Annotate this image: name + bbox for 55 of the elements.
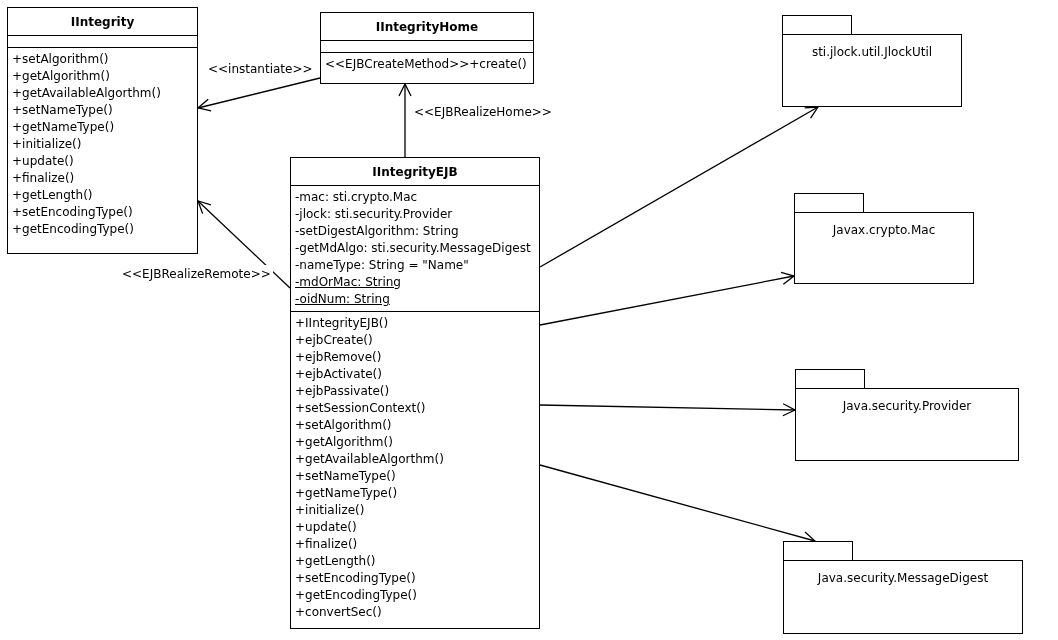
- operation-text: +ejbActivate(): [295, 366, 383, 383]
- dependency-arrow: [197, 200, 291, 289]
- operation-text: +getLength(): [12, 187, 94, 204]
- package-name: Java.security.Provider: [842, 398, 972, 415]
- class-box: [7, 7, 198, 254]
- operation-text: +getAvailableAlgorthm(): [12, 85, 162, 102]
- attribute-text: -getMdAlgo: sti.security.MessageDigest: [295, 240, 532, 257]
- operation-text: +initialize(): [295, 502, 366, 519]
- attribute-text: -oidNum: String: [295, 291, 391, 308]
- attribute-text: -jlock: sti.security.Provider: [295, 206, 454, 223]
- attribute-text: -mdOrMac: String: [295, 274, 402, 291]
- operation-text: +setAlgorithm(): [295, 417, 393, 434]
- operation-text: +ejbRemove(): [295, 349, 383, 366]
- operation-text: +finalize(): [295, 536, 359, 553]
- attribute-text: -setDigestAlgorithm: String: [295, 223, 460, 240]
- operation-text: +setNameType(): [12, 102, 114, 119]
- operation-text: +IIntegrityEJB(): [295, 315, 390, 332]
- package-name: Javax.crypto.Mac: [832, 222, 936, 239]
- class-name: IIntegrity: [70, 13, 135, 31]
- dependency-arrow: [539, 106, 819, 268]
- operation-text: +getNameType(): [295, 485, 399, 502]
- operation-text: +update(): [295, 519, 358, 536]
- edge-label: <<EJBRealizeHome>>: [412, 103, 554, 121]
- operation-text: +getAlgorithm(): [295, 434, 394, 451]
- operation-text: +setEncodingType(): [295, 570, 417, 587]
- operation-text: +convertSec(): [295, 604, 383, 621]
- dependency-arrow: [398, 83, 412, 158]
- dependency-arrow: [197, 77, 321, 112]
- attribute-text: -mac: sti.crypto.Mac: [295, 189, 419, 206]
- operation-text: +getEncodingType(): [295, 587, 418, 604]
- operation-text: +setEncodingType(): [12, 204, 134, 221]
- dependency-arrow: [539, 271, 795, 326]
- edge-label: <<EJBRealizeRemote>>: [120, 265, 273, 283]
- operation-text: +getNameType(): [12, 119, 116, 136]
- operation-text: +update(): [12, 153, 75, 170]
- package-name: Java.security.MessageDigest: [817, 570, 989, 587]
- class-name: IIntegrityEJB: [372, 163, 458, 181]
- operation-text: +setAlgorithm(): [12, 51, 110, 68]
- operation-text: +ejbPassivate(): [295, 383, 391, 400]
- operation-text: +finalize(): [12, 170, 76, 187]
- operation-text: +setNameType(): [295, 468, 397, 485]
- operation-text: +getEncodingType(): [12, 221, 135, 238]
- operation-text: <<EJBCreateMethod>>+create(): [325, 56, 528, 73]
- operation-text: +initialize(): [12, 136, 83, 153]
- package-name: sti.jlock.util.JlockUtil: [811, 44, 933, 61]
- operation-text: +ejbCreate(): [295, 332, 374, 349]
- dependency-arrow: [539, 403, 796, 417]
- class-box: [290, 157, 540, 629]
- operation-text: +getLength(): [295, 553, 377, 570]
- class-name: IIntegrityHome: [375, 18, 479, 36]
- operation-text: +getAlgorithm(): [12, 68, 111, 85]
- attribute-text: -nameType: String = "Name": [295, 257, 470, 274]
- class-box: [320, 12, 534, 84]
- operation-text: +getAvailableAlgorthm(): [295, 451, 445, 468]
- operation-text: +setSessionContext(): [295, 400, 427, 417]
